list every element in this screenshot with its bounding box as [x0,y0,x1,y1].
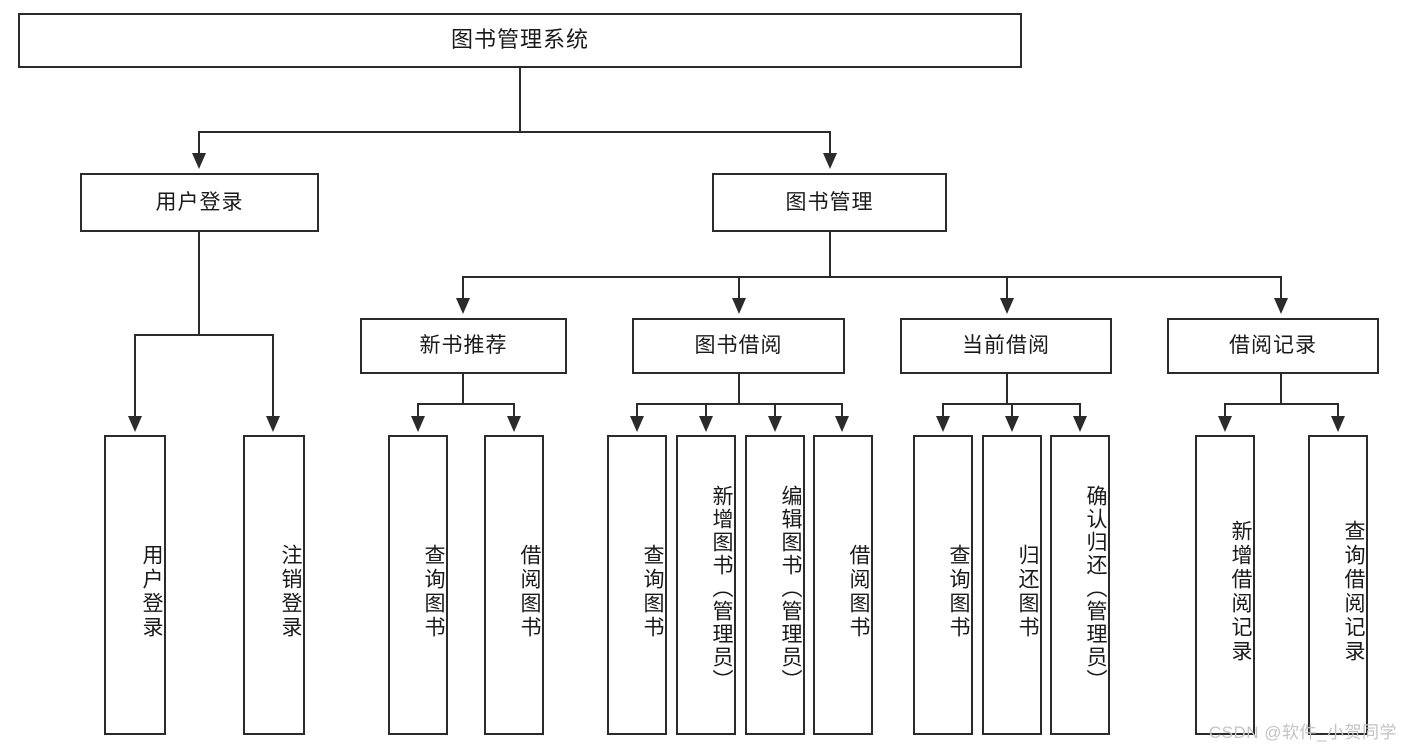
leaf-records-add-record[interactable]: 新增借阅记录 [1195,435,1255,735]
edge-borrow-to-leaf3 [774,403,776,418]
leaf-current-return-books[interactable]: 归还图书 [982,435,1042,735]
edge-records-to-leaf2 [1337,403,1339,418]
arrow-login-to-leaf1 [128,416,142,432]
arrow-records-to-leaf2 [1331,416,1345,432]
arrow-bookmgmt-to-borrow [732,298,746,314]
arrow-records-to-leaf1 [1218,416,1232,432]
arrow-bookmgmt-to-newbook [456,298,470,314]
leaf-newbook-borrow-books[interactable]: 借阅图书 [484,435,544,735]
node-book-management[interactable]: 图书管理 [712,173,947,232]
edge-newbook-to-leaf1 [417,403,419,418]
arrow-bookmgmt-to-current [1000,298,1014,314]
leaf-records-query-record[interactable]: 查询借阅记录 [1308,435,1368,735]
edge-login-bus [134,334,273,336]
edge-current-stem [1006,374,1008,405]
arrow-borrow-to-leaf2 [699,416,713,432]
edge-login-to-leaf1 [134,334,136,418]
edge-root-to-login [198,131,200,156]
node-user-login[interactable]: 用户登录 [80,173,319,232]
edge-root-stem [519,68,521,132]
leaf-user-login[interactable]: 用户登录 [104,435,166,735]
node-current-borrow[interactable]: 当前借阅 [900,318,1112,374]
arrow-root-to-bookmgmt [823,153,837,169]
arrow-current-to-leaf2 [1005,416,1019,432]
arrow-borrow-to-leaf4 [835,416,849,432]
edge-login-to-leaf2 [272,334,274,418]
arrow-newbook-to-leaf2 [507,416,521,432]
node-new-book-recommend[interactable]: 新书推荐 [360,318,567,374]
edge-bookmgmt-to-newbook [462,276,464,300]
edge-borrow-to-leaf2 [705,403,707,418]
edge-bookmgmt-to-current [1006,276,1008,300]
node-book-borrow[interactable]: 图书借阅 [632,318,845,374]
arrow-current-to-leaf3 [1073,416,1087,432]
node-borrow-records[interactable]: 借阅记录 [1167,318,1379,374]
edge-bookmgmt-to-borrow [738,276,740,300]
edge-bookmgmt-stem [829,232,831,278]
leaf-borrow-edit-book-admin[interactable]: 编辑图书（管理员） [745,435,805,735]
edge-newbook-bus [417,403,515,405]
arrow-root-to-login [192,153,206,169]
edge-current-to-leaf3 [1079,403,1081,418]
edge-root-to-bookmgmt [829,131,831,156]
edge-borrow-bus [636,403,843,405]
edge-records-bus [1224,403,1338,405]
edge-root-bus [198,131,831,133]
arrow-login-to-leaf2 [266,416,280,432]
leaf-newbook-query-books[interactable]: 查询图书 [388,435,448,735]
arrow-current-to-leaf1 [936,416,950,432]
edge-records-stem [1280,374,1282,405]
edge-newbook-stem [462,374,464,405]
leaf-logout[interactable]: 注销登录 [243,435,305,735]
edge-records-to-leaf1 [1224,403,1226,418]
edge-borrow-stem [738,374,740,405]
edge-newbook-to-leaf2 [513,403,515,418]
edge-bookmgmt-to-records [1280,276,1282,300]
edge-borrow-to-leaf1 [636,403,638,418]
edge-login-stem [198,232,200,336]
leaf-current-query-books[interactable]: 查询图书 [913,435,973,735]
arrow-borrow-to-leaf1 [630,416,644,432]
edge-bookmgmt-bus [462,276,1282,278]
edge-borrow-to-leaf4 [841,403,843,418]
edge-current-to-leaf2 [1011,403,1013,418]
leaf-current-confirm-return-admin[interactable]: 确认归还（管理员） [1050,435,1110,735]
node-root[interactable]: 图书管理系统 [18,13,1022,68]
edge-current-to-leaf1 [942,403,944,418]
leaf-borrow-borrow-books[interactable]: 借阅图书 [813,435,873,735]
arrow-bookmgmt-to-records [1274,298,1288,314]
arrow-newbook-to-leaf1 [411,416,425,432]
leaf-borrow-add-book-admin[interactable]: 新增图书（管理员） [676,435,736,735]
leaf-borrow-query-books[interactable]: 查询图书 [607,435,667,735]
arrow-borrow-to-leaf3 [768,416,782,432]
